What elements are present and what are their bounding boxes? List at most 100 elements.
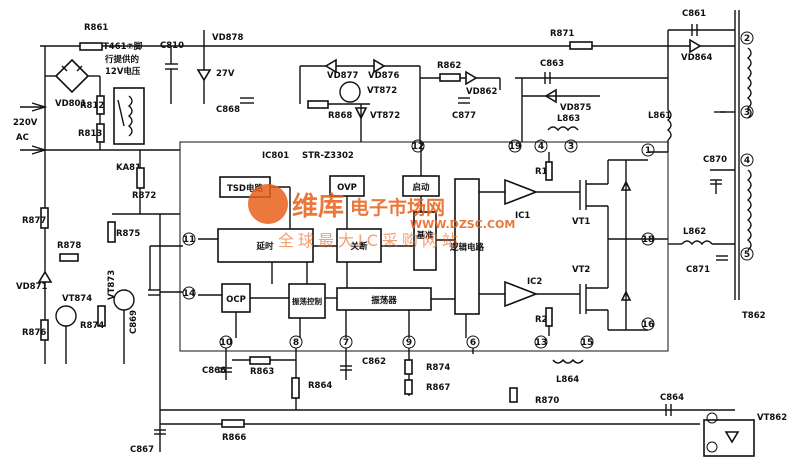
delay-block [217,228,314,263]
vd862-label: VD862 [466,87,497,97]
t461-note-2: 行提供的 [104,54,140,65]
pin-18: 18 [642,235,655,245]
delay-label: 延时 [255,241,274,252]
r864-resistor [291,377,300,399]
ka81-label: KA81 [116,163,141,173]
r862-label: R862 [437,61,461,71]
ocp-block [221,283,251,313]
vt1-label: VT1 [572,217,590,227]
r870-label: R870 [535,396,559,406]
vd801-bridge [54,58,90,94]
r867-label: R867 [426,383,450,393]
c866-label: C866 [202,366,226,376]
shutdown-block [336,228,382,263]
pin-16: 16 [642,320,655,330]
vd878-diode [196,69,212,82]
r868-resistor [307,100,329,109]
reference-label: 基准 [415,230,434,241]
watermark-brand: 维库 [292,191,344,222]
l862-inductor [681,240,713,246]
t862-pin-3: 3 [744,108,750,118]
ic1-label: IC1 [515,211,530,221]
r876-label: R876 [22,328,46,338]
r876-resistor [40,319,49,341]
t862-secondary-winding [746,47,752,119]
tsd-label: TSD电路 [227,183,263,194]
l863-label: L863 [557,114,580,124]
c810-label: C810 [160,41,184,51]
c869-label: C869 [129,310,139,334]
r868-label: R868 [328,111,352,121]
r866-resistor [221,419,245,428]
vt873-transistor [113,289,135,311]
r872-resistor [136,167,145,189]
r861-label: R861 [84,23,108,33]
c867-label: C867 [130,445,154,455]
vt862-led [724,431,740,444]
vt2-label: VT2 [572,265,590,275]
logic-block [454,178,480,315]
vt873-label: VT873 [107,270,117,300]
r867-resistor [404,379,413,395]
r866-label: R866 [222,433,246,443]
r813-label: R813 [78,129,102,139]
pin-4: 4 [538,142,544,152]
pin-12: 12 [412,142,425,152]
r877-resistor [40,207,49,229]
t862-pin-2: 2 [744,34,750,44]
pin-11: 11 [183,235,196,245]
r862-resistor [439,73,461,82]
r878-label: R878 [57,241,81,251]
t461-note-3: 12V电压 [105,66,141,77]
start-label: 启动 [412,182,430,193]
r812-resistor [96,95,105,115]
c871-label: C871 [686,265,710,275]
r872-label: R872 [132,191,156,201]
shutdown-label: 关断 [350,241,368,252]
r874-left-label: R874 [80,321,104,331]
pin-3: 3 [568,142,574,152]
r861-resistor [79,42,103,51]
pin-1: 1 [645,146,651,156]
ic-name: IC801 [262,151,289,161]
ic-pins: 11 14 12 19 4 3 1 18 16 13 15 10 8 7 9 6 [182,139,655,349]
r874-bottom-label: R874 [426,363,450,373]
l861-inductor [666,109,672,141]
osc-control-block [288,283,326,319]
ic2-label: IC2 [527,277,542,287]
r871-resistor [569,41,593,50]
vd871-zener [37,270,53,283]
c862-label: C862 [362,357,386,367]
pin-13: 13 [535,338,548,348]
t862-primary-winding [746,169,752,251]
pin-15: 15 [581,338,594,348]
vd871-label: VD871 [16,282,47,292]
r1-label: R1 [535,167,548,177]
r863-resistor [249,356,271,365]
vd878-label: VD878 [212,33,243,43]
l862-label: L862 [683,227,706,237]
ic1-amplifier [504,178,539,206]
r877-label: R877 [22,216,46,226]
vt874-transistor [55,305,77,327]
watermark-url: WWW.DZSC.COM [410,218,515,231]
t862-pin-5: 5 [744,250,750,260]
logic-label: 逻辑电路 [449,242,485,253]
r812-label: R812 [80,101,104,111]
reference-block [413,211,437,271]
vd877-label: VD877 [327,71,358,81]
t461-note: T461⑦脚 [103,41,143,52]
pin-7: 7 [343,338,349,348]
vd864-label: VD864 [681,53,712,63]
vd875-label: VD875 [560,103,591,113]
pin-8: 8 [293,338,299,348]
ac-voltage-label: 220V [13,118,38,128]
c863-label: C863 [540,59,564,69]
oscillator-label: 振荡器 [371,295,397,306]
r870-resistor [509,387,518,403]
vd878-voltage: 27V [216,69,235,79]
r2-label: R2 [535,315,548,325]
t862-label: T862 [742,311,766,321]
watermark-site: 电子市场网 [350,196,445,219]
